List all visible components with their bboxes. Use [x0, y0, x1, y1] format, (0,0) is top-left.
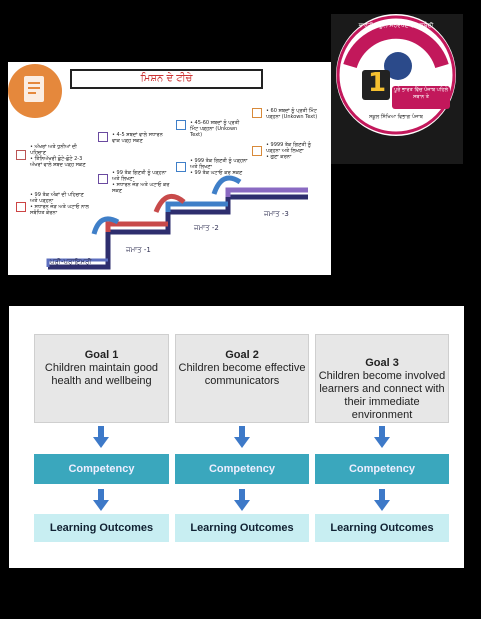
punjab-rank-logo: ਭਾਰਤੀ ਸਕੂਲ ਸਰਵੇਖਣ ਦਰਜਾਬੰਦੀ 1 ਪੂਰੇ ਭਾਰਤ ਵ… — [336, 14, 456, 136]
goal-3-text: Children become involved learners and co… — [318, 370, 446, 421]
competency-box-2: Competency — [175, 454, 309, 484]
goal-3-box: Goal 3 Children become involved learners… — [315, 334, 449, 423]
clipboard-icon — [8, 64, 62, 118]
class3-math-goals: • 9999 ਤੱਕ ਗਿਣਤੀ ਨੂੰ ਪੜ੍ਹਨਾ ਅਤੇ ਲਿਖਣਾ• ਗ… — [266, 142, 311, 160]
logo-footer: ਸਕੂਲ ਸਿੱਖਿਆ ਵਿਭਾਗ ਪੰਜਾਬ — [369, 114, 423, 120]
staircase-diagram — [46, 175, 308, 270]
mission-goals-slide: ਮਿਸ਼ਨ ਦੇ ਟੀਚੇ ਪ੍ਰੀ-ਪ੍ਰਾਇਮਰੀ ਜਮਾਤ -1 ਜਮਾਤ… — [8, 62, 331, 275]
arrow-down-icon — [374, 489, 390, 511]
learning-outcomes-box-2: Learning Outcomes — [175, 514, 309, 542]
arrow-down-icon — [234, 426, 250, 448]
arrow-down-icon — [234, 489, 250, 511]
class2-math-goals: • 999 ਤੱਕ ਗਿਣਤੀ ਨੂੰ ਪੜ੍ਹਨਾ ਅਤੇ ਲਿਖਣਾ• 99… — [190, 158, 248, 176]
book-icon — [16, 150, 26, 160]
learning-outcomes-box-1: Learning Outcomes — [34, 514, 169, 542]
goal-1-text: Children maintain good health and wellbe… — [44, 362, 159, 387]
stage-pre-primary: ਪ੍ਰੀ-ਪ੍ਰਾਇਮਰੀ — [50, 258, 92, 266]
pre-primary-reading-goals: • ਅੱਖਰਾਂ ਅਤੇ ਧੁਨੀਆਂ ਦੀ ਪਹਿਚਾਣ• ਤਿੰਨਿਅੱਖਰ… — [30, 144, 86, 168]
goal-2-title: Goal 2 — [225, 349, 259, 361]
learning-outcomes-box-3: Learning Outcomes — [315, 514, 449, 542]
abacus-icon — [16, 202, 26, 212]
goals-competency-slide: Goal 1 Children maintain good health and… — [9, 306, 464, 568]
pre-primary-math-goals: • 99 ਤੱਕ ਅੰਕਾਂ ਦੀ ਪਹਿਚਾਣ ਅਤੇ ਪੜ੍ਹਨਾ• ਸਧਾ… — [30, 192, 89, 216]
stage-class-2: ਜਮਾਤ -2 — [194, 224, 219, 232]
stage-class-3: ਜਮਾਤ -3 — [264, 210, 289, 218]
class1-reading-goals: • 4-5 ਸ਼ਬਦਾਂ ਵਾਲੇ ਸਧਾਰਨ ਵਾਕ ਪੜ੍ਹ ਸਕਣ — [112, 132, 163, 144]
logo-arc-text: ਭਾਰਤੀ ਸਕੂਲ ਸਰਵੇਖਣ ਦਰਜਾਬੰਦੀ — [358, 22, 434, 29]
abacus-icon — [176, 162, 186, 172]
arrow-down-icon — [374, 426, 390, 448]
goal-2-box: Goal 2 Children become effective communi… — [175, 334, 309, 423]
book-icon — [252, 108, 262, 118]
goal-3-title: Goal 3 — [365, 357, 399, 369]
class1-math-goals: • 99 ਤੱਕ ਗਿਣਤੀ ਨੂੰ ਪੜ੍ਹਨਾ ਅਤੇ ਲਿਖਣਾ• ਸਧਾ… — [112, 170, 170, 194]
stage-class-1: ਜਮਾਤ -1 — [126, 246, 151, 254]
rank-number: 1 — [367, 68, 387, 98]
goal-1-box: Goal 1 Children maintain good health and… — [34, 334, 169, 423]
logo-tagline: ਪੂਰੇ ਭਾਰਤ ਵਿੱਚ ਪੰਜਾਬ ਪਹਿਲੇ ਸਥਾਨ ਤੇ — [392, 86, 450, 109]
competency-box-3: Competency — [315, 454, 449, 484]
class3-reading-goals: • 60 ਸ਼ਬਦਾਂ ਨੂੰ ਪ੍ਰਤੀ ਮਿੰਟ ਪੜ੍ਹਨਾ (Unkow… — [266, 108, 318, 120]
book-icon — [98, 132, 108, 142]
book-icon — [176, 120, 186, 130]
goal-1-title: Goal 1 — [84, 349, 119, 361]
slide-title: ਮਿਸ਼ਨ ਦੇ ਟੀਚੇ — [70, 69, 263, 89]
competency-box-1: Competency — [34, 454, 169, 484]
class2-reading-goals: • 45-60 ਸ਼ਬਦਾਂ ਨੂੰ ਪ੍ਰਤੀ ਮਿੰਟ ਪੜ੍ਹਨਾ (Un… — [190, 120, 240, 138]
abacus-icon — [98, 174, 108, 184]
arrow-down-icon — [93, 426, 109, 448]
goal-2-text: Children become effective communicators — [178, 362, 306, 387]
arrow-down-icon — [93, 489, 109, 511]
abacus-icon — [252, 146, 262, 156]
